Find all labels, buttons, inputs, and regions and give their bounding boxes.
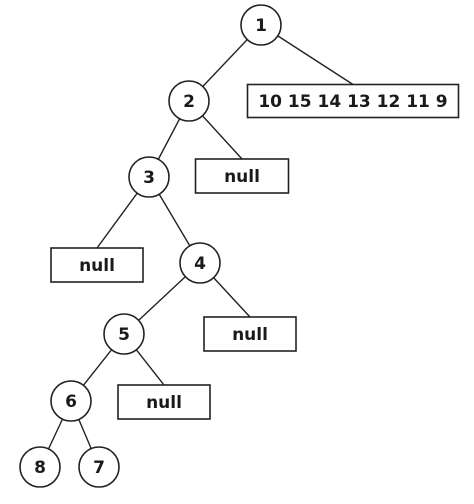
node-label: 5 bbox=[118, 325, 130, 345]
leaf-box: 10 15 14 13 12 11 9 bbox=[246, 83, 460, 119]
node-label: 1 bbox=[255, 16, 267, 36]
node-label: 7 bbox=[93, 458, 105, 478]
node-label: 3 bbox=[143, 168, 155, 188]
leaf-box: null bbox=[117, 384, 211, 420]
tree-node-8: 8 bbox=[19, 446, 61, 488]
node-box bbox=[117, 384, 211, 420]
node-circle bbox=[103, 313, 145, 355]
node-label: null bbox=[79, 256, 115, 276]
node-label: null bbox=[232, 325, 268, 345]
node-box bbox=[50, 247, 144, 283]
node-box bbox=[194, 158, 290, 194]
tree-node-5: 5 bbox=[103, 313, 145, 355]
node-label: null bbox=[146, 393, 182, 413]
leaf-box: null bbox=[194, 158, 290, 194]
node-circle bbox=[168, 80, 210, 122]
node-label: 2 bbox=[183, 92, 195, 112]
tree-node-6: 6 bbox=[50, 380, 92, 422]
tree-nodes: 1 2 10 15 14 13 12 11 9 3 null null 4 5 null 6 nul… bbox=[19, 4, 460, 488]
tree-node-2: 2 bbox=[168, 80, 210, 122]
node-circle bbox=[50, 380, 92, 422]
tree-node-3: 3 bbox=[128, 156, 170, 198]
node-circle bbox=[240, 4, 282, 46]
tree-node-1: 1 bbox=[240, 4, 282, 46]
leaf-box: null bbox=[203, 316, 297, 352]
node-label: null bbox=[224, 167, 260, 187]
tree-node-7: 7 bbox=[78, 446, 120, 488]
node-circle bbox=[19, 446, 61, 488]
node-box bbox=[246, 83, 460, 119]
node-label: 6 bbox=[65, 392, 77, 412]
node-circle bbox=[78, 446, 120, 488]
leaf-box: null bbox=[50, 247, 144, 283]
node-label: 4 bbox=[194, 254, 206, 274]
node-label: 8 bbox=[34, 458, 46, 478]
node-label: 10 15 14 13 12 11 9 bbox=[258, 92, 447, 112]
node-box bbox=[203, 316, 297, 352]
tree-node-4: 4 bbox=[179, 242, 221, 284]
node-circle bbox=[179, 242, 221, 284]
node-circle bbox=[128, 156, 170, 198]
